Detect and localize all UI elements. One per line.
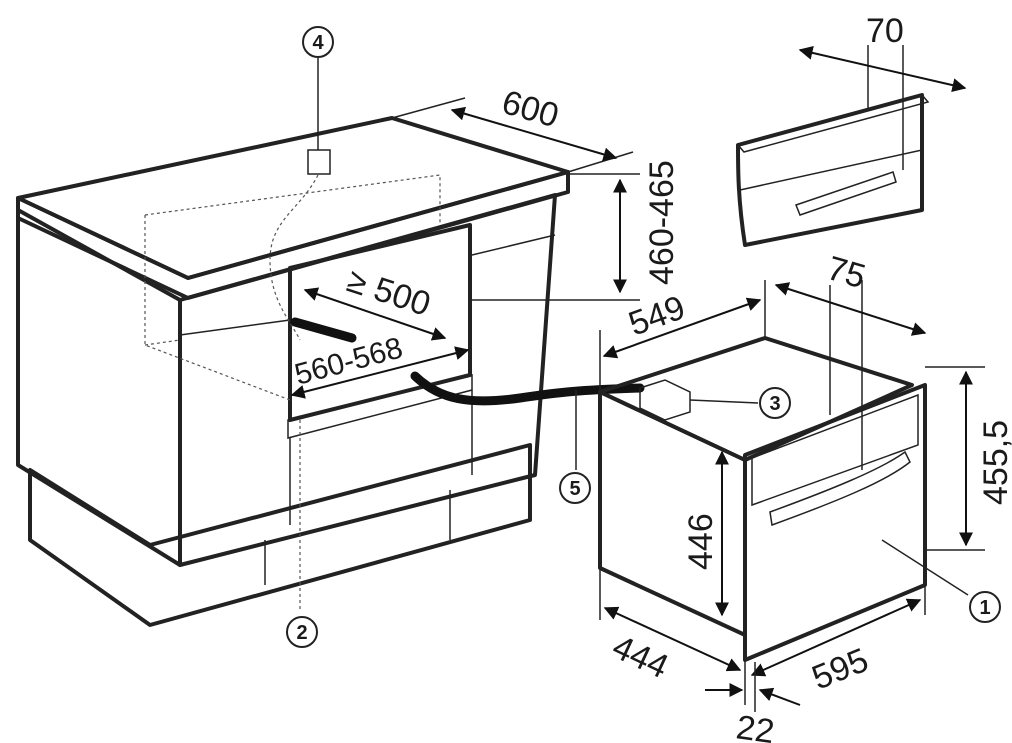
dim-595: 595 [807,641,874,697]
dim-22: 22 [734,708,777,743]
oven-side-face [598,390,747,637]
svg-text:4: 4 [312,32,324,54]
svg-text:3: 3 [769,393,780,415]
callout-5: 5 [559,472,591,504]
detail-front-panel [736,93,924,247]
detail-split-line [739,149,923,191]
detail-top-edge [736,94,930,153]
svg-text:1: 1 [979,597,990,619]
dim-444: 444 [607,628,674,686]
hidden-cable [269,174,319,341]
cabinet-worktop-edge [16,170,570,300]
socket-box [307,149,331,175]
detail-handle [795,171,897,216]
dim-455-5: 455,5 [977,420,1012,505]
callout-4: 4 [302,26,334,58]
dim-446: 446 [682,513,720,570]
callout-3: 3 [759,387,791,419]
cabinet-plinth [28,443,532,627]
callout-1: 1 [969,591,1001,623]
callout-1-leader [881,539,969,596]
dim-549: 549 [624,288,690,343]
kitchen-cabinet [16,58,570,627]
dim-70: 70 [866,12,904,50]
dimension-lines [290,45,985,712]
svg-text:2: 2 [296,622,307,644]
hidden-edge [144,174,441,225]
dim-500: ≥ 500 [343,261,435,323]
callout-2: 2 [286,616,318,648]
dim-460-465: 460-465 [643,160,681,285]
oven-connection-box [639,379,691,421]
vent-bar [290,317,357,343]
panel-line [179,319,291,336]
hidden-edge [144,339,181,346]
control-panel-detail [736,93,930,247]
dim-600: 600 [498,83,563,135]
oven-top-face [598,336,914,462]
panel-line [471,234,556,256]
callout-3-leader [689,399,759,404]
hidden-edge [144,215,291,401]
oven-handle [769,450,911,527]
svg-text:5: 5 [569,478,580,500]
